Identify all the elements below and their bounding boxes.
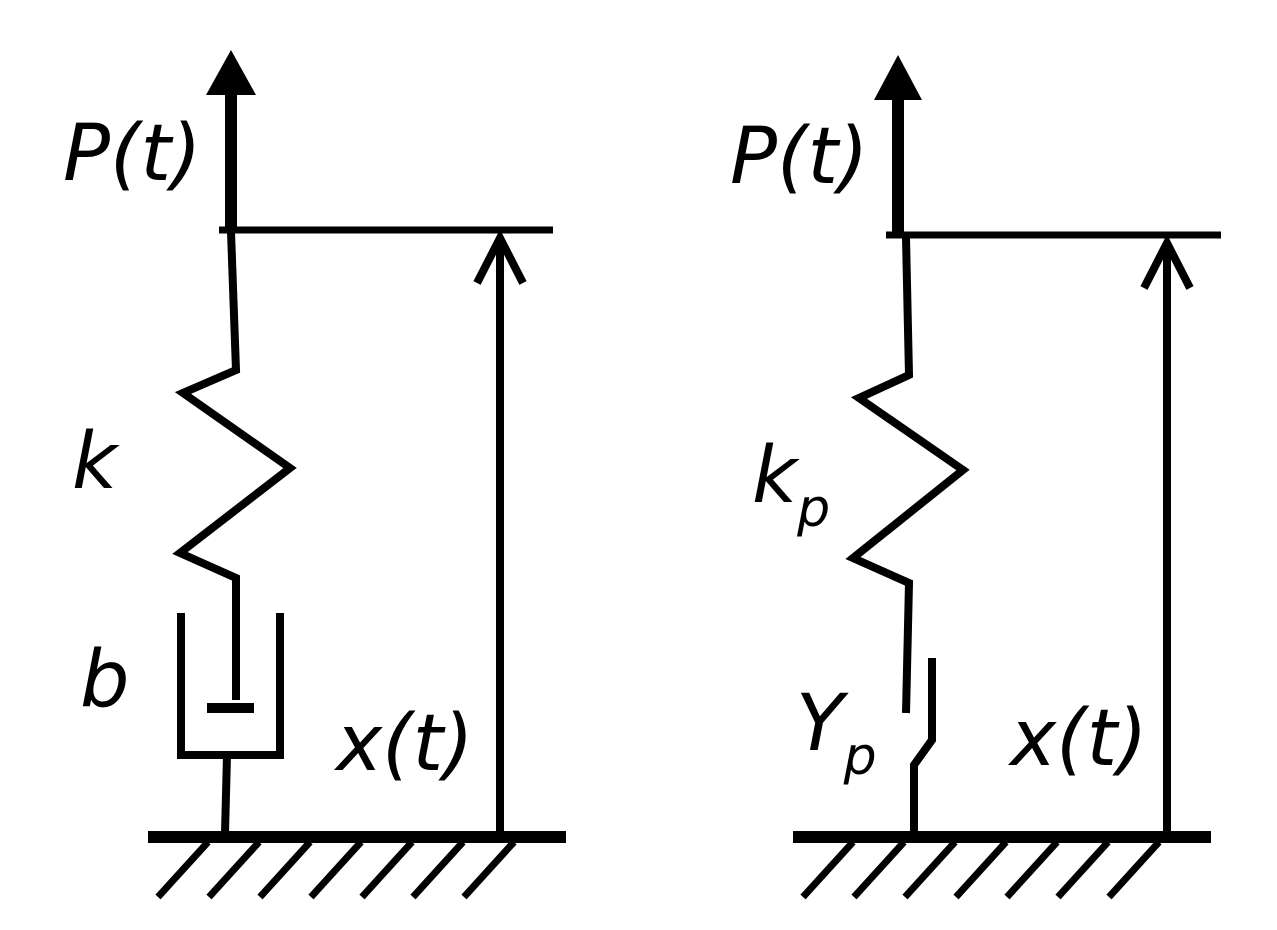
right-spring-label-main: k — [752, 431, 800, 521]
left-damper-label: b — [80, 635, 130, 725]
right-force-arrow — [874, 55, 922, 236]
left-displacement-label: x(t) — [333, 699, 474, 789]
right-spring — [845, 237, 970, 714]
right-model: P(t) kp Yp x(t) — [730, 55, 1221, 900]
right-slider-label-sub: p — [843, 727, 877, 787]
right-ground — [793, 831, 1211, 900]
left-force-label: P(t) — [63, 109, 201, 199]
right-spring-label-sub: p — [796, 479, 830, 539]
right-displacement-label: x(t) — [1007, 694, 1148, 784]
left-model: P(t) k b x(t) — [63, 50, 566, 900]
right-displacement-arrow — [1140, 234, 1194, 833]
left-spring — [172, 231, 297, 700]
right-slider — [910, 658, 936, 833]
left-displacement-arrow — [473, 229, 527, 833]
left-damper — [177, 613, 284, 834]
right-force-label: P(t) — [730, 112, 868, 202]
right-slider-label: Yp — [796, 679, 877, 787]
left-ground — [148, 831, 566, 900]
left-force-arrow — [206, 50, 256, 232]
left-spring-label: k — [72, 417, 120, 507]
right-spring-label: kp — [752, 431, 830, 539]
right-slider-label-main: Y — [796, 679, 849, 769]
